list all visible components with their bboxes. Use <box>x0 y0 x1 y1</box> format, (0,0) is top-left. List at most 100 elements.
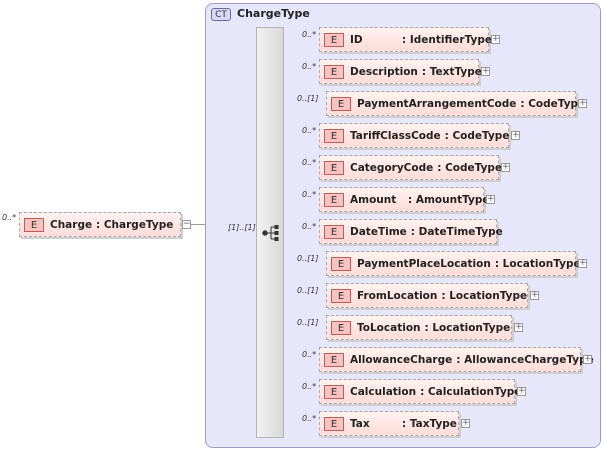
element-tariffclasscode[interactable]: E TariffClassCode: CodeType <box>319 123 509 148</box>
element-type: : LocationType <box>441 290 528 302</box>
element-badge: E <box>324 65 344 79</box>
child-cardinality: 0..[1] <box>297 94 319 103</box>
child-cardinality: 0..* <box>302 126 317 135</box>
element-type: : AllowanceChargeType <box>456 354 594 366</box>
expand-button[interactable]: + <box>481 66 490 76</box>
element-paymentarrangementcode[interactable]: E PaymentArrangementCode: CodeType <box>326 91 585 116</box>
element-badge: E <box>324 161 344 175</box>
element-badge: E <box>324 385 344 399</box>
expand-button[interactable]: + <box>583 354 592 364</box>
sequence-icon <box>262 225 279 241</box>
element-type: : LocationType <box>424 322 511 334</box>
element-type: : AmountType <box>408 194 490 206</box>
element-type: : DateTimeType <box>410 226 503 238</box>
element-label: AllowanceCharge: AllowanceChargeType <box>350 354 594 366</box>
expand-button[interactable]: + <box>501 162 510 172</box>
element-badge: E <box>324 417 344 431</box>
element-label: Charge: ChargeType <box>50 219 173 231</box>
child-cardinality: 0..* <box>302 158 317 167</box>
complex-type-title: ChargeType <box>237 7 310 20</box>
root-cardinality: 0..* <box>2 213 17 222</box>
expand-button[interactable]: + <box>511 130 520 140</box>
element-badge: E <box>324 33 344 47</box>
element-name: FromLocation <box>357 290 438 302</box>
element-label: FromLocation: LocationType <box>357 290 527 302</box>
element-name: TariffClassCode <box>350 130 441 142</box>
element-name: Calculation <box>350 386 417 398</box>
element-label: TariffClassCode: CodeType <box>350 130 509 142</box>
element-label: Description: TextType <box>350 66 482 78</box>
element-categorycode[interactable]: E CategoryCode: CodeType <box>319 155 502 180</box>
element-tax[interactable]: E Tax: TaxType <box>319 411 459 436</box>
child-cardinality: 0..* <box>302 30 317 39</box>
element-type: : CalculationType <box>420 386 522 398</box>
element-badge: E <box>324 353 344 367</box>
element-allowancecharge[interactable]: E AllowanceCharge: AllowanceChargeType <box>319 347 594 372</box>
element-type: : ChargeType <box>96 219 174 231</box>
element-badge: E <box>331 321 351 335</box>
element-label: Tax: TaxType <box>350 418 457 430</box>
element-name: ID <box>350 34 363 46</box>
root-element-charge[interactable]: E Charge: ChargeType <box>19 212 181 237</box>
child-cardinality: 0..* <box>302 350 317 359</box>
element-label: PaymentPlaceLocation: LocationType <box>357 258 581 270</box>
child-cardinality: 0..[1] <box>297 254 319 263</box>
element-calculation[interactable]: E Calculation: CalculationType <box>319 379 521 404</box>
element-badge: E <box>324 193 344 207</box>
element-label: ToLocation: LocationType <box>357 322 510 334</box>
expand-button[interactable]: + <box>578 258 587 268</box>
element-type: : LocationType <box>494 258 581 270</box>
element-label: Amount : AmountType <box>350 194 490 206</box>
element-name: AllowanceCharge <box>350 354 453 366</box>
child-cardinality: 0..[1] <box>297 286 319 295</box>
child-cardinality: 0..* <box>302 414 317 423</box>
expand-button[interactable]: + <box>517 386 526 396</box>
element-type: : IdentifierType <box>402 34 492 46</box>
element-name: DateTime <box>350 226 407 238</box>
element-name: Description <box>350 66 418 78</box>
element-label: Calculation: CalculationType <box>350 386 521 398</box>
expand-button[interactable]: + <box>491 34 500 44</box>
element-name: CategoryCode <box>350 162 434 174</box>
element-name: Tax <box>350 418 370 430</box>
element-name: Charge <box>50 219 93 231</box>
element-label: ID : IdentifierType <box>350 34 492 46</box>
expand-button[interactable]: + <box>578 98 587 108</box>
element-label: DateTime: DateTimeType <box>350 226 503 238</box>
element-badge: E <box>331 289 351 303</box>
element-fromlocation[interactable]: E FromLocation: LocationType <box>326 283 528 308</box>
element-name: Amount <box>350 194 397 206</box>
element-type: : CodeType <box>437 162 503 174</box>
element-name: PaymentArrangementCode <box>357 98 517 110</box>
collapse-button[interactable]: − <box>182 219 191 229</box>
element-paymentplacelocation[interactable]: E PaymentPlaceLocation: LocationType <box>326 251 581 276</box>
child-cardinality: 0..* <box>302 222 317 231</box>
expand-button[interactable]: + <box>530 290 539 300</box>
expand-button[interactable]: + <box>514 322 523 332</box>
element-description[interactable]: E Description: TextType <box>319 59 482 84</box>
element-id[interactable]: E ID : IdentifierType <box>319 27 492 52</box>
child-cardinality: 0..* <box>302 62 317 71</box>
element-datetime[interactable]: E DateTime: DateTimeType <box>319 219 503 244</box>
element-label: CategoryCode: CodeType <box>350 162 502 174</box>
element-label: PaymentArrangementCode: CodeType <box>357 98 585 110</box>
sequence-cardinality: [1]..[1] <box>228 223 256 232</box>
element-badge: E <box>331 257 351 271</box>
child-cardinality: 0..[1] <box>297 318 319 327</box>
child-cardinality: 0..* <box>302 382 317 391</box>
element-amount[interactable]: E Amount : AmountType <box>319 187 490 212</box>
element-badge: E <box>331 97 351 111</box>
element-badge: E <box>24 218 44 232</box>
element-name: ToLocation <box>357 322 421 334</box>
complex-type-badge: CT <box>211 8 231 21</box>
element-badge: E <box>324 129 344 143</box>
element-tolocation[interactable]: E ToLocation: LocationType <box>326 315 512 340</box>
child-cardinality: 0..* <box>302 190 317 199</box>
expand-button[interactable]: + <box>486 194 495 204</box>
element-badge: E <box>324 225 344 239</box>
element-type: : CodeType <box>444 130 510 142</box>
expand-button[interactable]: + <box>461 418 470 428</box>
element-name: PaymentPlaceLocation <box>357 258 491 270</box>
element-type: : TextType <box>421 66 482 78</box>
element-type: : CodeType <box>520 98 586 110</box>
